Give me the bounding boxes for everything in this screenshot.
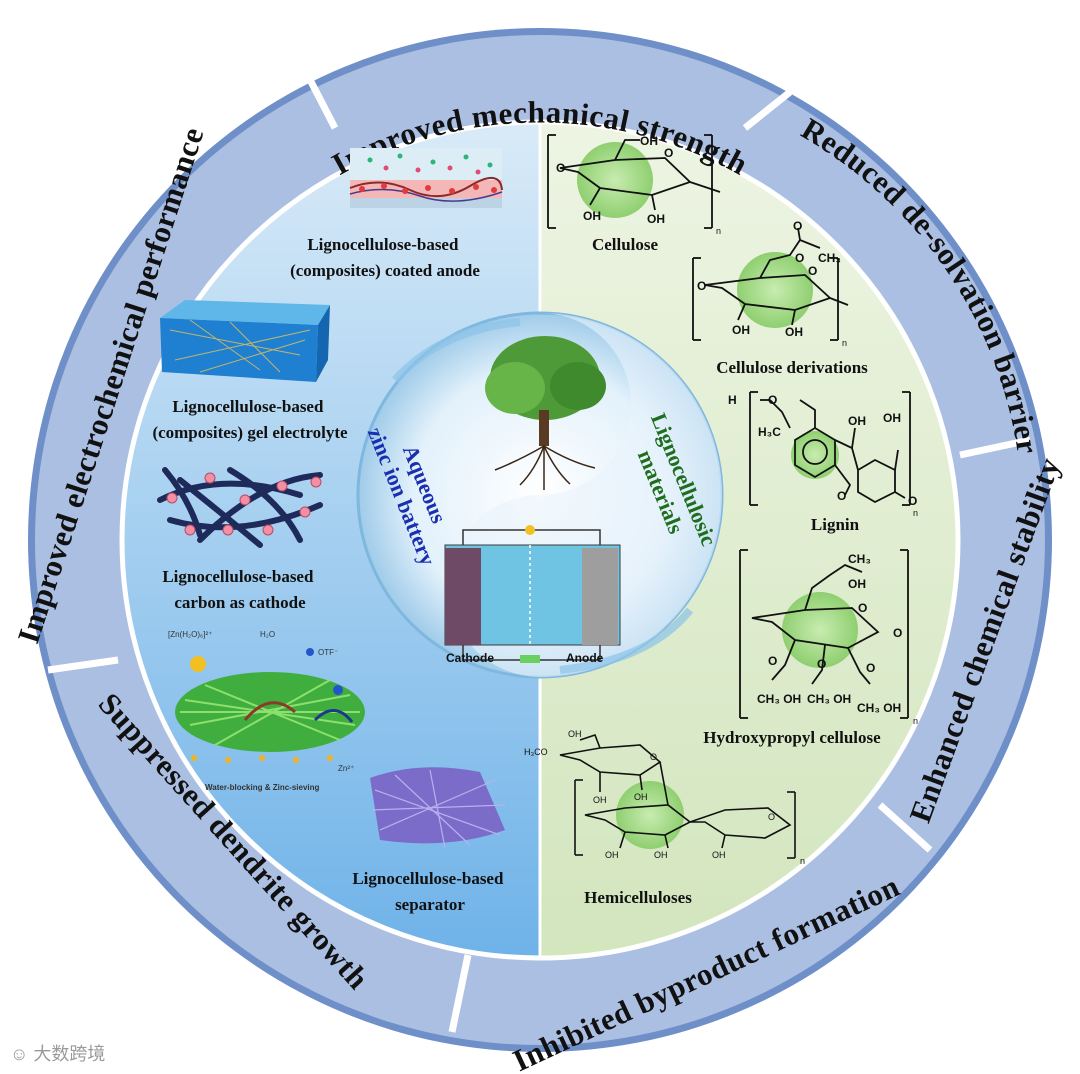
cellulose-derivations-label: Cellulose derivations xyxy=(716,358,868,377)
gel-electrolyte-illustration xyxy=(160,300,330,382)
svg-text:H₂O: H₂O xyxy=(260,630,275,639)
anode-plate xyxy=(582,548,618,645)
svg-text:CH₃ OH: CH₃ OH xyxy=(757,692,801,706)
tree-trunk xyxy=(539,410,549,446)
svg-text:O: O xyxy=(793,219,802,233)
cathode-plate xyxy=(445,548,481,645)
cellulose-label: Cellulose xyxy=(592,235,659,254)
svg-text:O: O xyxy=(768,812,775,822)
svg-text:Water-blocking & Zinc-sievin: Water-blocking & Zinc-sieving xyxy=(205,783,319,792)
svg-text:CH₃ OH: CH₃ OH xyxy=(807,692,851,706)
svg-text:OH: OH xyxy=(605,850,619,860)
svg-text:O: O xyxy=(768,654,777,668)
svg-text:O: O xyxy=(556,161,565,175)
svg-text:O: O xyxy=(866,661,875,675)
svg-text:H: H xyxy=(728,393,737,407)
svg-text:OH: OH xyxy=(732,323,750,337)
svg-text:OH: OH xyxy=(785,325,803,339)
svg-text:OH: OH xyxy=(883,411,901,425)
svg-text:CH₃: CH₃ xyxy=(848,552,871,566)
svg-text:CH₃ OH: CH₃ OH xyxy=(857,701,901,715)
svg-text:H₃C: H₃C xyxy=(758,425,781,439)
svg-text:OH: OH xyxy=(634,792,648,802)
svg-text:O: O xyxy=(808,264,817,278)
cathode-label: Cathode xyxy=(446,651,494,665)
hemicelluloses-label: Hemicelluloses xyxy=(584,888,692,907)
svg-text:OH: OH xyxy=(848,414,866,428)
svg-text:O: O xyxy=(893,626,902,640)
svg-text:[Zn(H₂O)₆]²⁺: [Zn(H₂O)₆]²⁺ xyxy=(168,630,212,639)
svg-text:OH: OH xyxy=(593,795,607,805)
svg-text:O: O xyxy=(768,393,777,407)
lignin-label: Lignin xyxy=(811,515,860,534)
svg-text:n: n xyxy=(800,856,805,866)
svg-text:OH: OH xyxy=(583,209,601,223)
svg-text:OH: OH xyxy=(712,850,726,860)
svg-text:OH: OH xyxy=(568,729,582,739)
center-yin-yang: Cathode Anode Aqueous zinc ion battery L… xyxy=(358,313,724,677)
watermark-logo-icon: ☺ xyxy=(10,1044,28,1064)
svg-text:O: O xyxy=(837,489,846,503)
svg-text:n: n xyxy=(842,338,847,348)
svg-text:H₃CO: H₃CO xyxy=(524,747,548,757)
svg-text:O: O xyxy=(858,601,867,615)
anode-label: Anode xyxy=(566,651,604,665)
svg-text:O: O xyxy=(697,279,706,293)
svg-text:O: O xyxy=(795,251,804,265)
svg-text:CH₃: CH₃ xyxy=(818,251,841,265)
svg-text:O: O xyxy=(650,752,657,762)
svg-text:OTF⁻: OTF⁻ xyxy=(318,648,338,657)
hpc-label: Hydroxypropyl cellulose xyxy=(703,728,881,747)
coated-anode-illustration xyxy=(350,148,502,208)
svg-text:O: O xyxy=(817,657,826,671)
svg-text:Zn²⁺: Zn²⁺ xyxy=(338,764,354,773)
svg-text:OH: OH xyxy=(647,212,665,226)
svg-text:O: O xyxy=(664,146,673,160)
svg-text:O: O xyxy=(908,494,917,508)
svg-text:n: n xyxy=(913,716,918,726)
svg-text:OH: OH xyxy=(640,134,658,148)
svg-text:OH: OH xyxy=(654,850,668,860)
svg-text:OH: OH xyxy=(848,577,866,591)
svg-text:n: n xyxy=(716,226,721,236)
watermark: ☺ 大数跨境 xyxy=(10,1040,105,1066)
svg-text:n: n xyxy=(913,508,918,518)
